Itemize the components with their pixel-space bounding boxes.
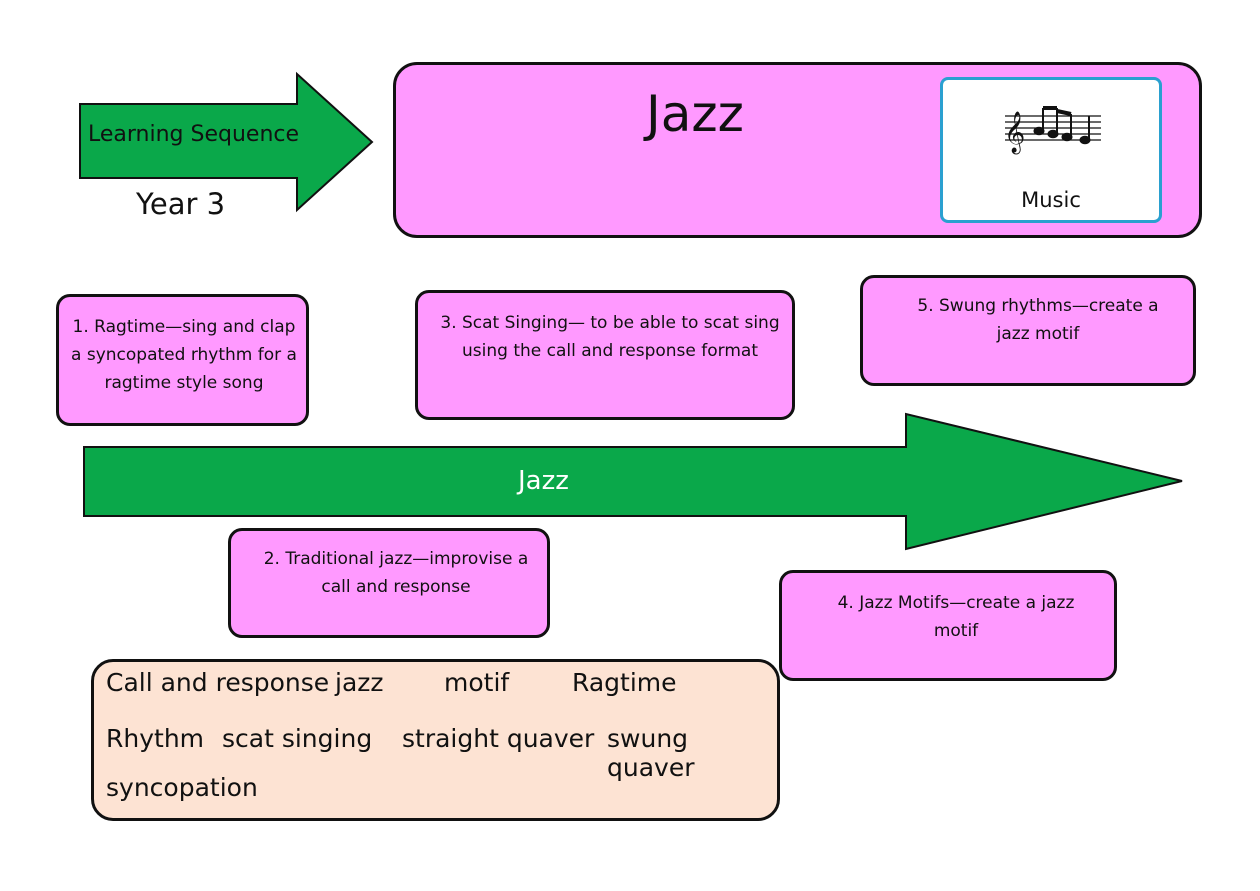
learning-sequence-arrow [79,71,374,213]
step-2-box: 2. Traditional jazz—improvise a call and… [228,528,550,638]
year-label: Year 3 [136,187,226,221]
timeline-label: Jazz [518,466,569,496]
vocab-word: syncopation [106,773,258,802]
step-5-box: 5. Swung rhythms—create a jazz motif [860,275,1196,386]
step-2-text: 2. Traditional jazz—improvise a call and… [263,549,529,597]
step-5-text: 5. Swung rhythms—create a jazz motif [917,296,1159,344]
step-3-text: 3. Scat Singing— to be able to scat sing… [440,313,780,361]
vocab-word: Rhythm [106,724,205,753]
svg-text:𝄞: 𝄞 [1005,111,1025,154]
step-1-box: 1. Ragtime—sing and clap a syncopated rh… [56,294,309,426]
subject-label: Music [1021,188,1081,212]
subject-card: 𝄞 Music [940,77,1162,223]
vocab-word: motif [444,668,510,697]
vocab-word: swung quaver [607,724,695,782]
step-4-box: 4. Jazz Motifs—create a jazz motif [779,570,1117,681]
vocab-word: Ragtime [572,668,677,697]
sequence-label: Learning Sequence [88,122,300,147]
step-1-text: 1. Ragtime—sing and clap a syncopated rh… [71,317,297,393]
vocab-word: Call and response [106,668,330,697]
timeline-arrow [83,412,1183,551]
title-box: Jazz 𝄞 Music [393,62,1202,238]
page-title: Jazz [646,85,744,143]
vocab-word: jazz [335,668,384,697]
vocab-word: scat singing [222,724,373,753]
vocab-word: straight quaver [402,724,595,753]
step-3-box: 3. Scat Singing— to be able to scat sing… [415,290,795,420]
vocabulary-box: Call and response jazz motif Ragtime Rhy… [91,659,780,821]
music-notes-icon: 𝄞 [1005,106,1101,154]
step-4-text: 4. Jazz Motifs—create a jazz motif [837,593,1075,641]
